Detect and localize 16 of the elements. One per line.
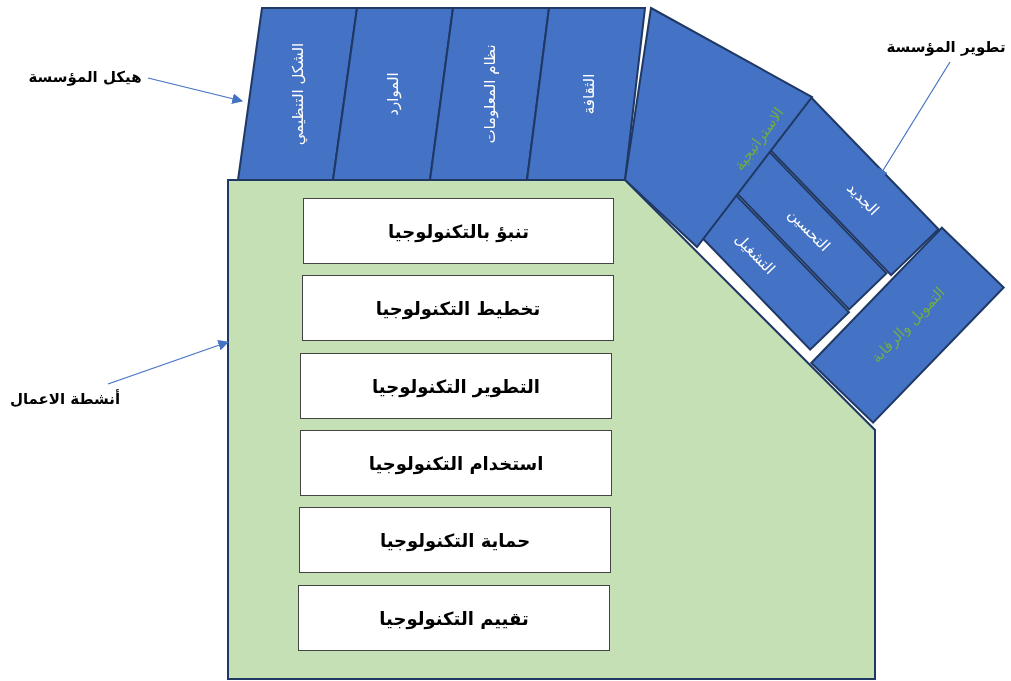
arrow — [147, 77, 244, 104]
group-label: أنشطة الاعمال — [0, 384, 130, 414]
activity-box: تقييم التكنولوجيا — [298, 585, 610, 651]
group-label: هيكل المؤسسة — [20, 62, 150, 92]
column-panel: الشكل التنظيمي — [238, 8, 357, 180]
panel-label: الجديد — [843, 178, 883, 219]
column-panel: نظام المعلومات — [430, 8, 549, 180]
activity-box: استخدام التكنولوجيا — [300, 430, 612, 496]
activity-box: تنبؤ بالتكنولوجيا — [303, 198, 614, 264]
arrow — [107, 340, 229, 385]
activity-box: حماية التكنولوجيا — [299, 507, 611, 573]
panel-label: التمويل والرقابة — [866, 283, 949, 367]
activity-box: التطوير التكنولوجيا — [300, 353, 612, 419]
column-panel: الموارد — [333, 8, 453, 180]
group-label: تطوير المؤسسة — [884, 32, 1008, 62]
activity-box: تخطيط التكنولوجيا — [302, 275, 614, 341]
